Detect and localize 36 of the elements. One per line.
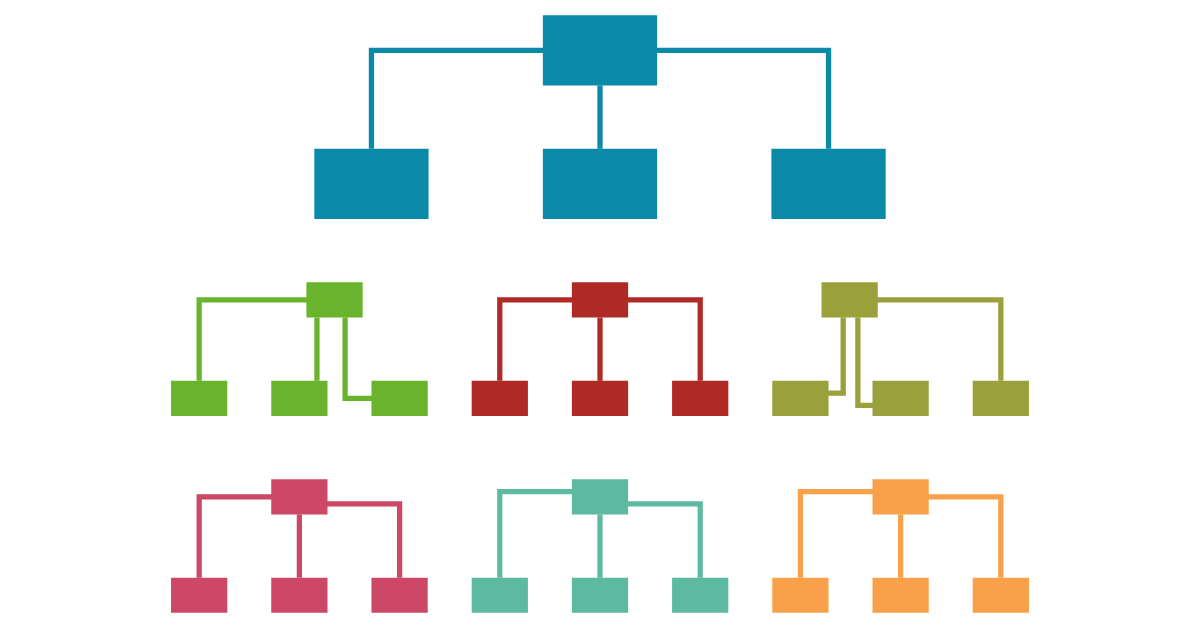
node-box <box>672 380 729 416</box>
node-box <box>314 148 429 220</box>
connector <box>898 514 904 578</box>
connector <box>597 317 603 381</box>
connector <box>296 514 302 578</box>
node-box <box>772 577 829 613</box>
node-box <box>972 380 1029 416</box>
node-box <box>542 15 658 86</box>
node-box <box>672 577 729 613</box>
node-box <box>271 380 328 416</box>
node-box <box>872 380 929 416</box>
node-box <box>772 380 829 416</box>
node-box <box>972 577 1029 613</box>
node-box <box>872 479 929 515</box>
connector <box>196 494 300 578</box>
node-box <box>571 380 629 416</box>
node-box <box>821 282 878 318</box>
node-box <box>471 577 528 613</box>
node-box <box>171 380 228 416</box>
node-box <box>571 479 629 515</box>
node-box <box>571 282 629 318</box>
node-box <box>271 479 328 515</box>
node-box <box>771 148 886 220</box>
node-box <box>306 282 363 318</box>
connector <box>597 85 603 149</box>
node-box <box>371 577 428 613</box>
node-box <box>872 577 929 613</box>
node-box <box>371 380 428 416</box>
node-box <box>471 380 528 416</box>
node-box <box>542 148 658 220</box>
node-box <box>271 577 328 613</box>
connector <box>314 317 320 381</box>
node-box <box>571 577 629 613</box>
node-box <box>171 577 228 613</box>
connector <box>900 494 1004 578</box>
connector <box>597 514 603 578</box>
